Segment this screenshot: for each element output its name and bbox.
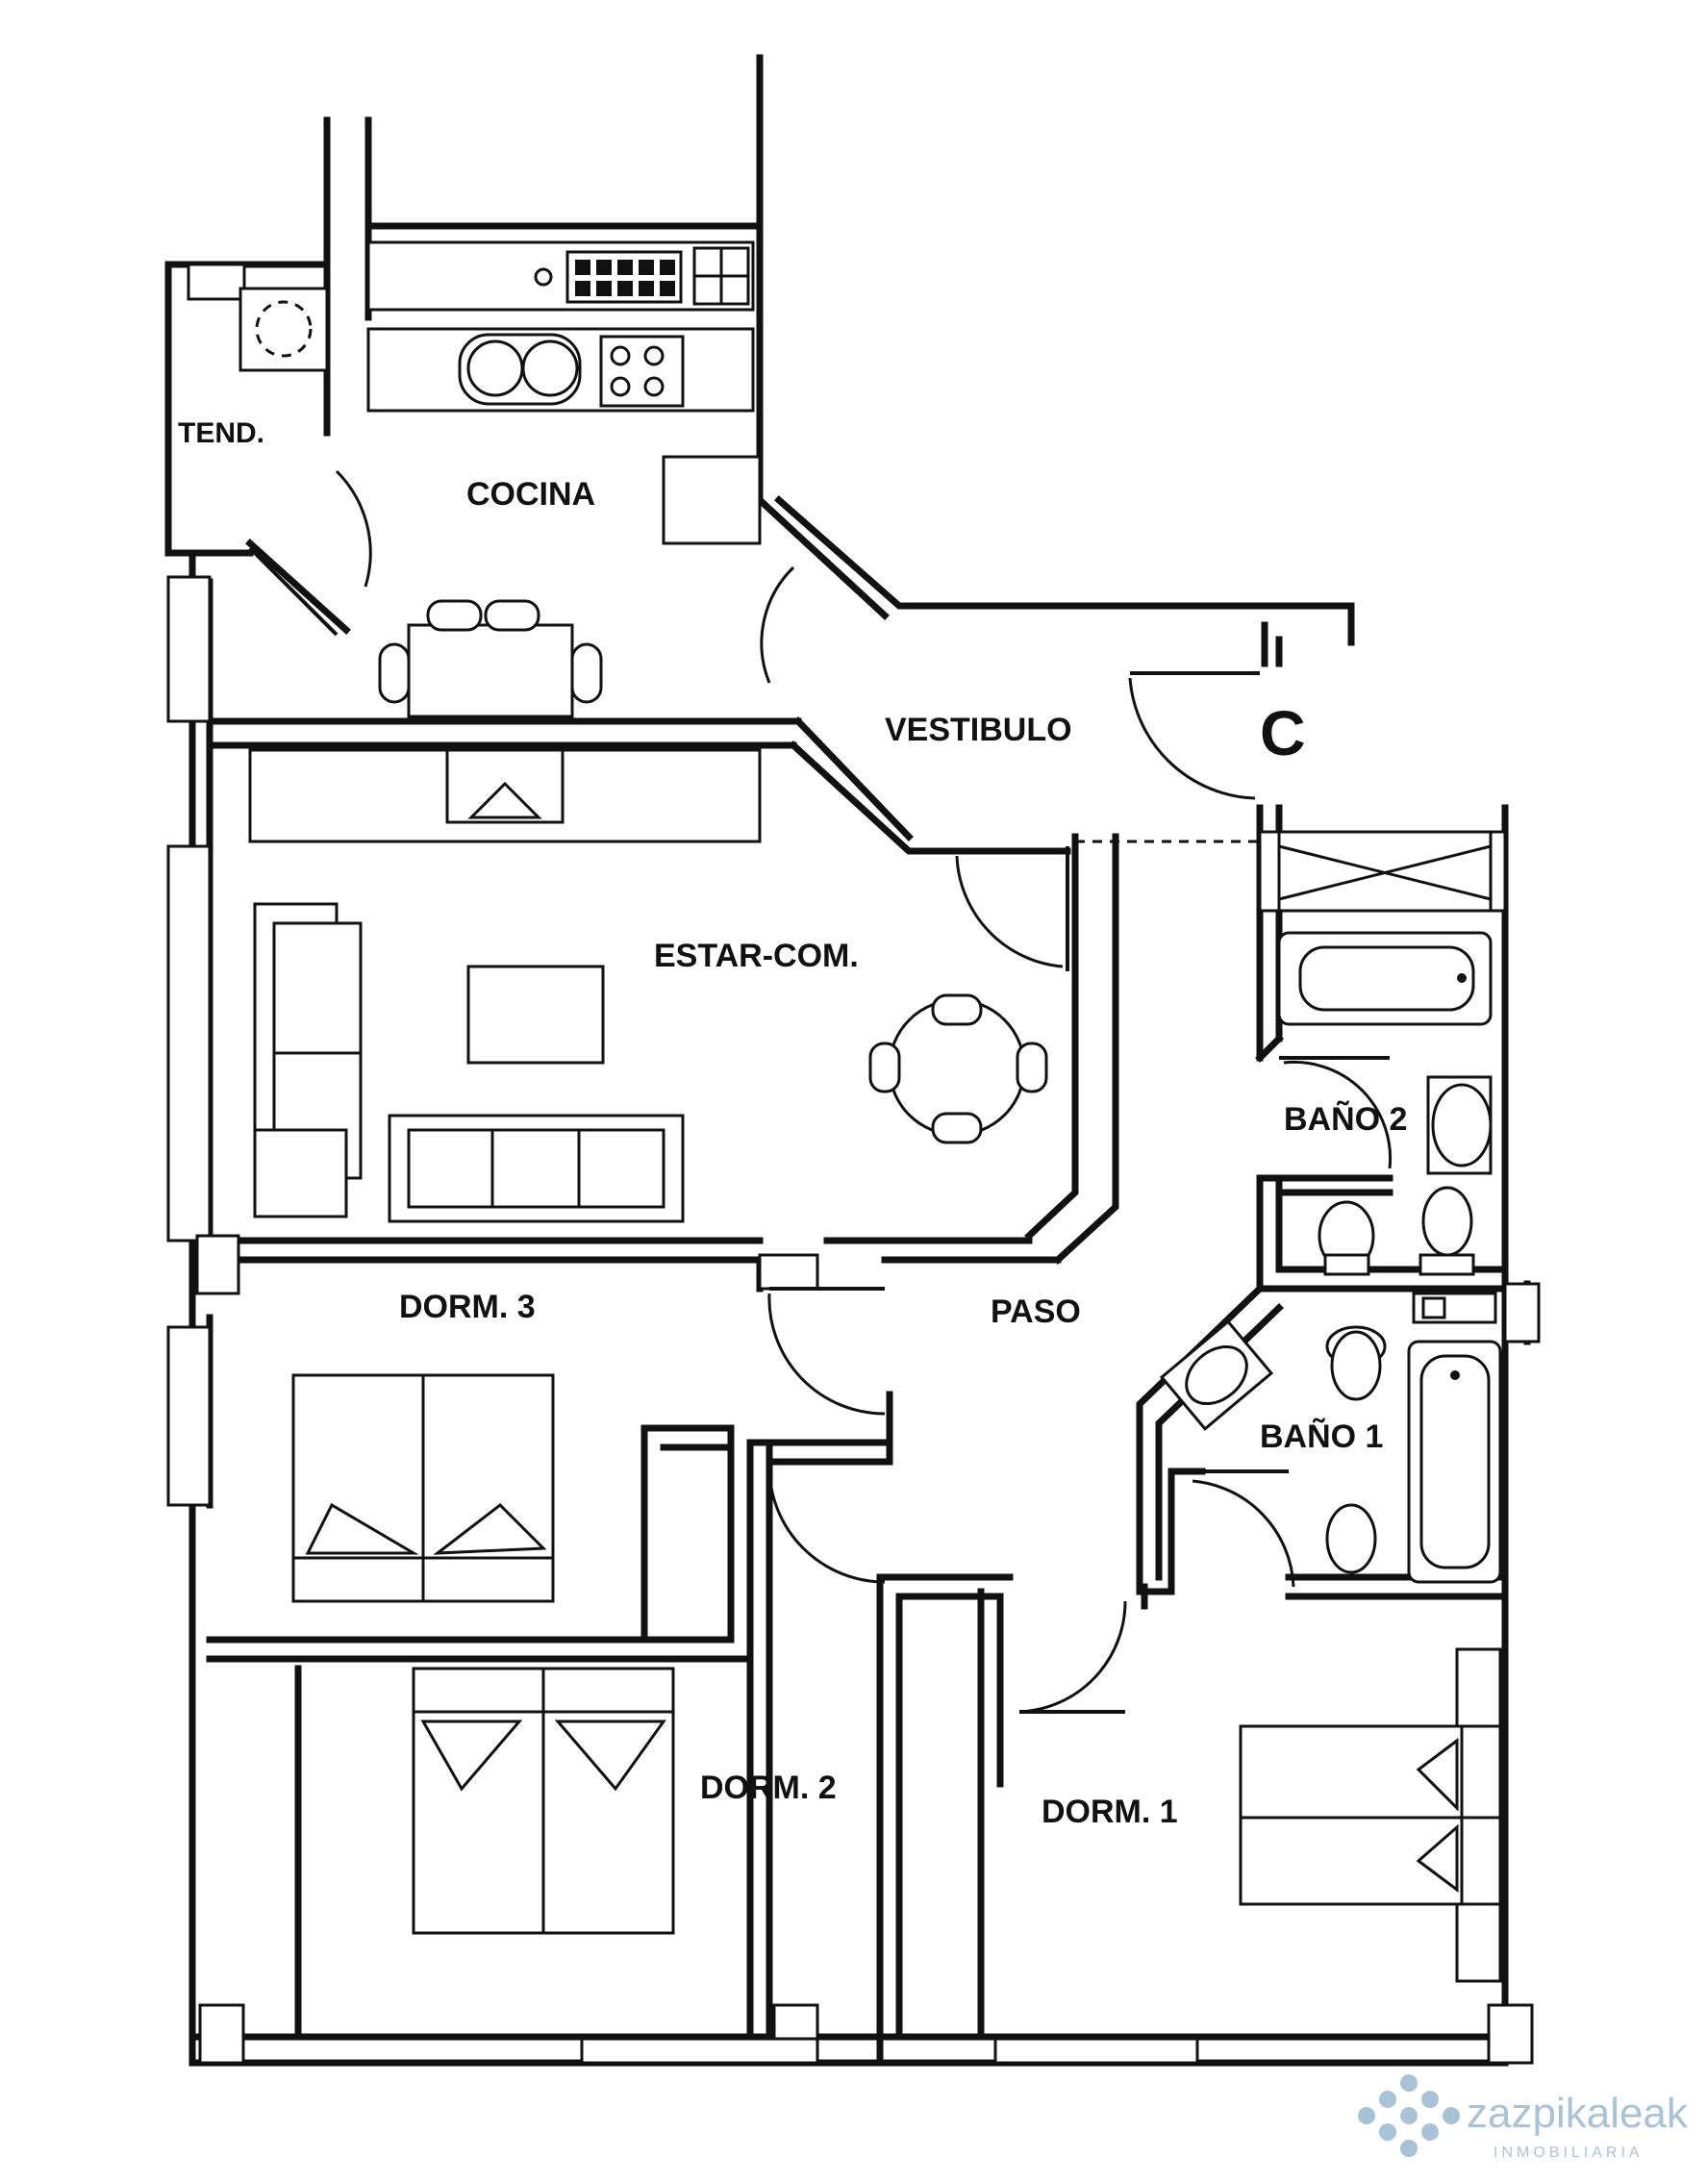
label-dorm2: DORM. 2	[700, 1770, 837, 1806]
bath1-fixtures	[1159, 1292, 1502, 1584]
brand-logo-icon	[1358, 2074, 1460, 2157]
fireplace	[445, 748, 565, 824]
toilet-2	[1421, 1186, 1473, 1257]
pillar-left	[195, 1234, 240, 1295]
label-dorm1: DORM. 1	[1042, 1794, 1178, 1830]
unit-letter: C	[1260, 697, 1306, 768]
window-left-dorm3	[166, 1325, 212, 1507]
doors	[248, 469, 1393, 1714]
label-estar: ESTAR-COM.	[654, 938, 859, 974]
label-vestibulo: VESTIBULO	[885, 712, 1072, 748]
sofa-bottom	[388, 1114, 685, 1223]
label-cocina: COCINA	[466, 476, 595, 513]
toilet-1	[1330, 1330, 1382, 1401]
label-tend: TEND.	[178, 417, 264, 449]
hob	[599, 335, 685, 408]
watermark-brand: zazpikaleak	[1467, 2090, 1689, 2137]
pillar-right	[1503, 1282, 1541, 1343]
window-bottom-dorm1	[993, 2037, 1199, 2065]
label-bano1: BAÑO 1	[1260, 1418, 1383, 1455]
kitchen-counter-top	[366, 240, 755, 312]
window-bottom-dorm2	[580, 2037, 819, 2065]
window-left-kitchen	[166, 575, 212, 723]
window-left-living	[166, 844, 212, 1243]
label-bano2: BAÑO 2	[1284, 1101, 1407, 1138]
pillar-paso	[758, 1253, 819, 1291]
pillar-bottom-left	[198, 2003, 245, 2065]
coffee-table	[466, 965, 605, 1065]
windows	[166, 263, 1541, 2065]
bath2-fixtures	[1277, 931, 1493, 1276]
living-fixtures	[248, 748, 1048, 1223]
window-jamb	[187, 263, 246, 301]
watermark: zazpikaleak INMOBILIARIA	[1358, 2074, 1689, 2161]
room-labels: TEND. COCINA VESTIBULO ESTAR-COM. BAÑO 2…	[178, 417, 1407, 1830]
label-paso: PASO	[991, 1293, 1081, 1330]
kitchen-table	[407, 623, 574, 718]
armchair	[253, 1128, 348, 1218]
pillar-bottom-right	[1487, 2003, 1534, 2065]
bedroom-fixtures	[291, 1373, 1502, 2041]
kitchen-fixtures	[238, 240, 762, 718]
label-dorm3: DORM. 3	[399, 1289, 536, 1325]
watermark-tagline: INMOBILIARIA	[1494, 2145, 1644, 2161]
bidet-1	[1325, 1503, 1377, 1574]
